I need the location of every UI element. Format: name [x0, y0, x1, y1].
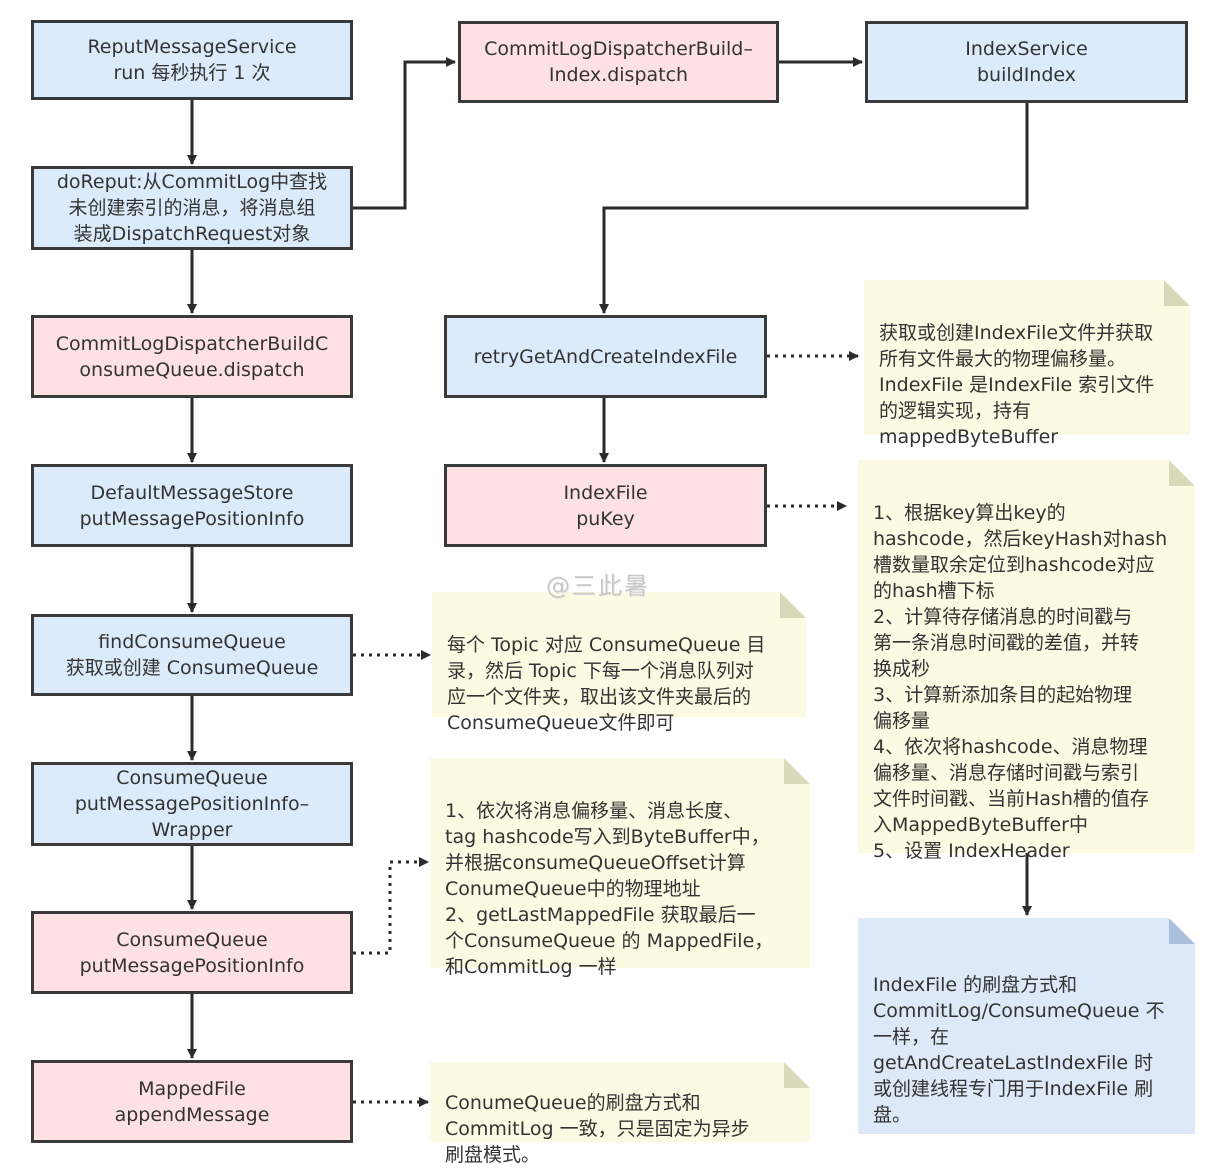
node-default-message-store: DefaultMessageStore putMessagePositionIn… [31, 464, 353, 547]
note-consumequeue-flush-text: ConumeQueue的刷盘方式和 CommitLog 一致，只是固定为异步 刷… [445, 1092, 750, 1166]
note-indexfile-create: 获取或创建IndexFile文件并获取 所有文件最大的物理偏移量。 IndexF… [864, 280, 1190, 448]
note-fold-corner [784, 758, 810, 784]
note-indexfile-flush-text: IndexFile 的刷盘方式和 CommitLog/ConsumeQueue … [873, 974, 1165, 1126]
node-find-consume-queue: findConsumeQueue 获取或创建 ConsumeQueue [31, 614, 353, 696]
note-find-consumequeue-text: 每个 Topic 对应 ConsumeQueue 目 录，然后 Topic 下每… [447, 634, 766, 734]
note-fold-corner [1169, 460, 1195, 486]
note-putkey-steps: 1、根据key算出key的 hashcode，然后keyHash对hash 槽数… [858, 460, 1195, 862]
note-consumequeue-put-text: 1、依次将消息偏移量、消息长度、 tag hashcode写入到ByteBuff… [445, 800, 774, 978]
node-dispatcher-build-consumequeue: CommitLogDispatcherBuildC onsumeQueue.di… [31, 315, 353, 398]
note-fold-corner [784, 1062, 810, 1088]
note-consumequeue-put: 1、依次将消息偏移量、消息长度、 tag hashcode写入到ByteBuff… [430, 758, 810, 978]
node-consumequeue-wrapper: ConsumeQueue putMessagePositionInfo– Wra… [31, 762, 353, 846]
node-index-service: IndexService buildIndex [865, 21, 1188, 103]
note-indexfile-flush: IndexFile 的刷盘方式和 CommitLog/ConsumeQueue … [858, 918, 1195, 1134]
node-retry-get-create-indexfile: retryGetAndCreateIndexFile [444, 315, 767, 398]
note-fold-corner [1169, 918, 1195, 944]
node-reput-message-service: ReputMessageService run 每秒执行 1 次 [31, 20, 353, 100]
note-find-consumequeue: 每个 Topic 对应 ConsumeQueue 目 录，然后 Topic 下每… [432, 592, 806, 734]
note-indexfile-create-text: 获取或创建IndexFile文件并获取 所有文件最大的物理偏移量。 IndexF… [879, 322, 1155, 448]
watermark: @三此暑 [546, 572, 650, 600]
node-dispatcher-build-index: CommitLogDispatcherBuild– Index.dispatch [458, 21, 779, 103]
node-mapped-file-append: MappedFile appendMessage [31, 1060, 353, 1143]
node-indexfile-putkey: IndexFile puKey [444, 464, 767, 547]
node-do-reput: doReput:从CommitLog中查找 未创建索引的消息，将消息组 装成Di… [31, 166, 353, 250]
note-consumequeue-flush: ConumeQueue的刷盘方式和 CommitLog 一致，只是固定为异步 刷… [430, 1062, 810, 1166]
dotted-cqput-to-note4 [353, 857, 429, 955]
note-putkey-steps-text: 1、根据key算出key的 hashcode，然后keyHash对hash 槽数… [873, 502, 1168, 862]
note-fold-corner [1164, 280, 1190, 306]
note-fold-corner [780, 592, 806, 618]
arrow-doreput-to-dispatchindex [353, 57, 456, 210]
node-consumequeue-put: ConsumeQueue putMessagePositionInfo [31, 911, 353, 994]
arrow-indexservice-to-retry [599, 103, 1029, 314]
